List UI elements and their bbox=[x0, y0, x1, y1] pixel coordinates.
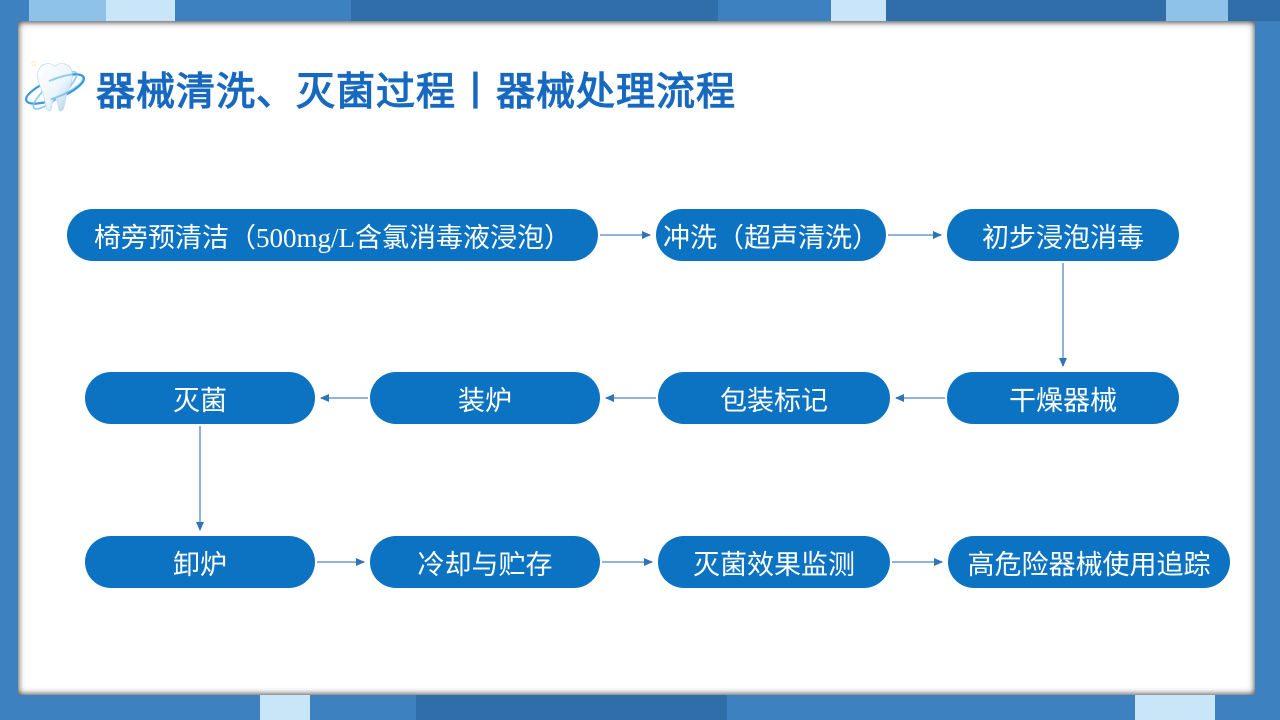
tooth-icon bbox=[24, 60, 86, 112]
top-border-decoration bbox=[0, 0, 1280, 21]
flow-node-cool-store: 冷却与贮存 bbox=[370, 536, 600, 588]
bottom-border-decoration bbox=[0, 695, 1280, 720]
flow-node-label: 灭菌 bbox=[173, 385, 227, 416]
flow-node-label: 干燥器械 bbox=[1009, 385, 1117, 416]
flow-node-unload-sterilizer: 卸炉 bbox=[85, 536, 315, 588]
border-segment bbox=[260, 695, 310, 720]
flow-node-dry-instruments: 干燥器械 bbox=[947, 372, 1179, 424]
flow-node-label: 灭菌效果监测 bbox=[693, 549, 855, 580]
slide-header: 器械清洗、灭菌过程丨器械处理流程 bbox=[22, 44, 736, 134]
border-segment bbox=[106, 0, 175, 21]
flow-node-rinse-ultrasonic: 冲洗（超声清洗） bbox=[656, 209, 886, 261]
flow-node-label: 高危险器械使用追踪 bbox=[967, 549, 1211, 580]
border-segment bbox=[727, 695, 1135, 720]
tooth-shape bbox=[37, 63, 73, 112]
border-segment bbox=[1215, 695, 1280, 720]
flow-node-track-high-risk: 高危险器械使用追踪 bbox=[948, 536, 1230, 588]
flow-node-package-label: 包装标记 bbox=[658, 372, 890, 424]
page-title: 器械清洗、灭菌过程丨器械处理流程 bbox=[96, 71, 737, 114]
border-segment bbox=[1135, 695, 1215, 720]
flow-node-initial-soak: 初步浸泡消毒 bbox=[947, 209, 1179, 261]
border-segment bbox=[310, 695, 416, 720]
flow-node-label: 卸炉 bbox=[173, 549, 227, 580]
border-segment bbox=[0, 0, 29, 21]
flow-node-monitor-effect: 灭菌效果监测 bbox=[658, 536, 890, 588]
border-segment bbox=[718, 0, 831, 21]
border-segment bbox=[1228, 0, 1280, 21]
flow-node-label: 初步浸泡消毒 bbox=[982, 222, 1144, 253]
flow-node-label: 装炉 bbox=[458, 385, 512, 416]
border-segment bbox=[0, 695, 260, 720]
flow-node-label: 冲洗（超声清洗） bbox=[663, 222, 879, 253]
flow-node-pre-cleaning: 椅旁预清洁（500mg/L含氯消毒液浸泡） bbox=[67, 209, 598, 261]
border-segment bbox=[831, 0, 886, 21]
flow-node-label: 包装标记 bbox=[720, 385, 828, 416]
border-segment bbox=[351, 0, 718, 21]
border-segment bbox=[1166, 0, 1228, 21]
border-segment bbox=[886, 0, 1166, 21]
flow-node-sterilize: 灭菌 bbox=[85, 372, 315, 424]
border-segment bbox=[416, 695, 727, 720]
border-segment bbox=[29, 0, 106, 21]
flow-node-label: 椅旁预清洁（500mg/L含氯消毒液浸泡） bbox=[94, 222, 571, 253]
flow-node-label: 冷却与贮存 bbox=[417, 549, 553, 580]
border-segment bbox=[175, 0, 351, 21]
flow-node-load-sterilizer: 装炉 bbox=[370, 372, 600, 424]
